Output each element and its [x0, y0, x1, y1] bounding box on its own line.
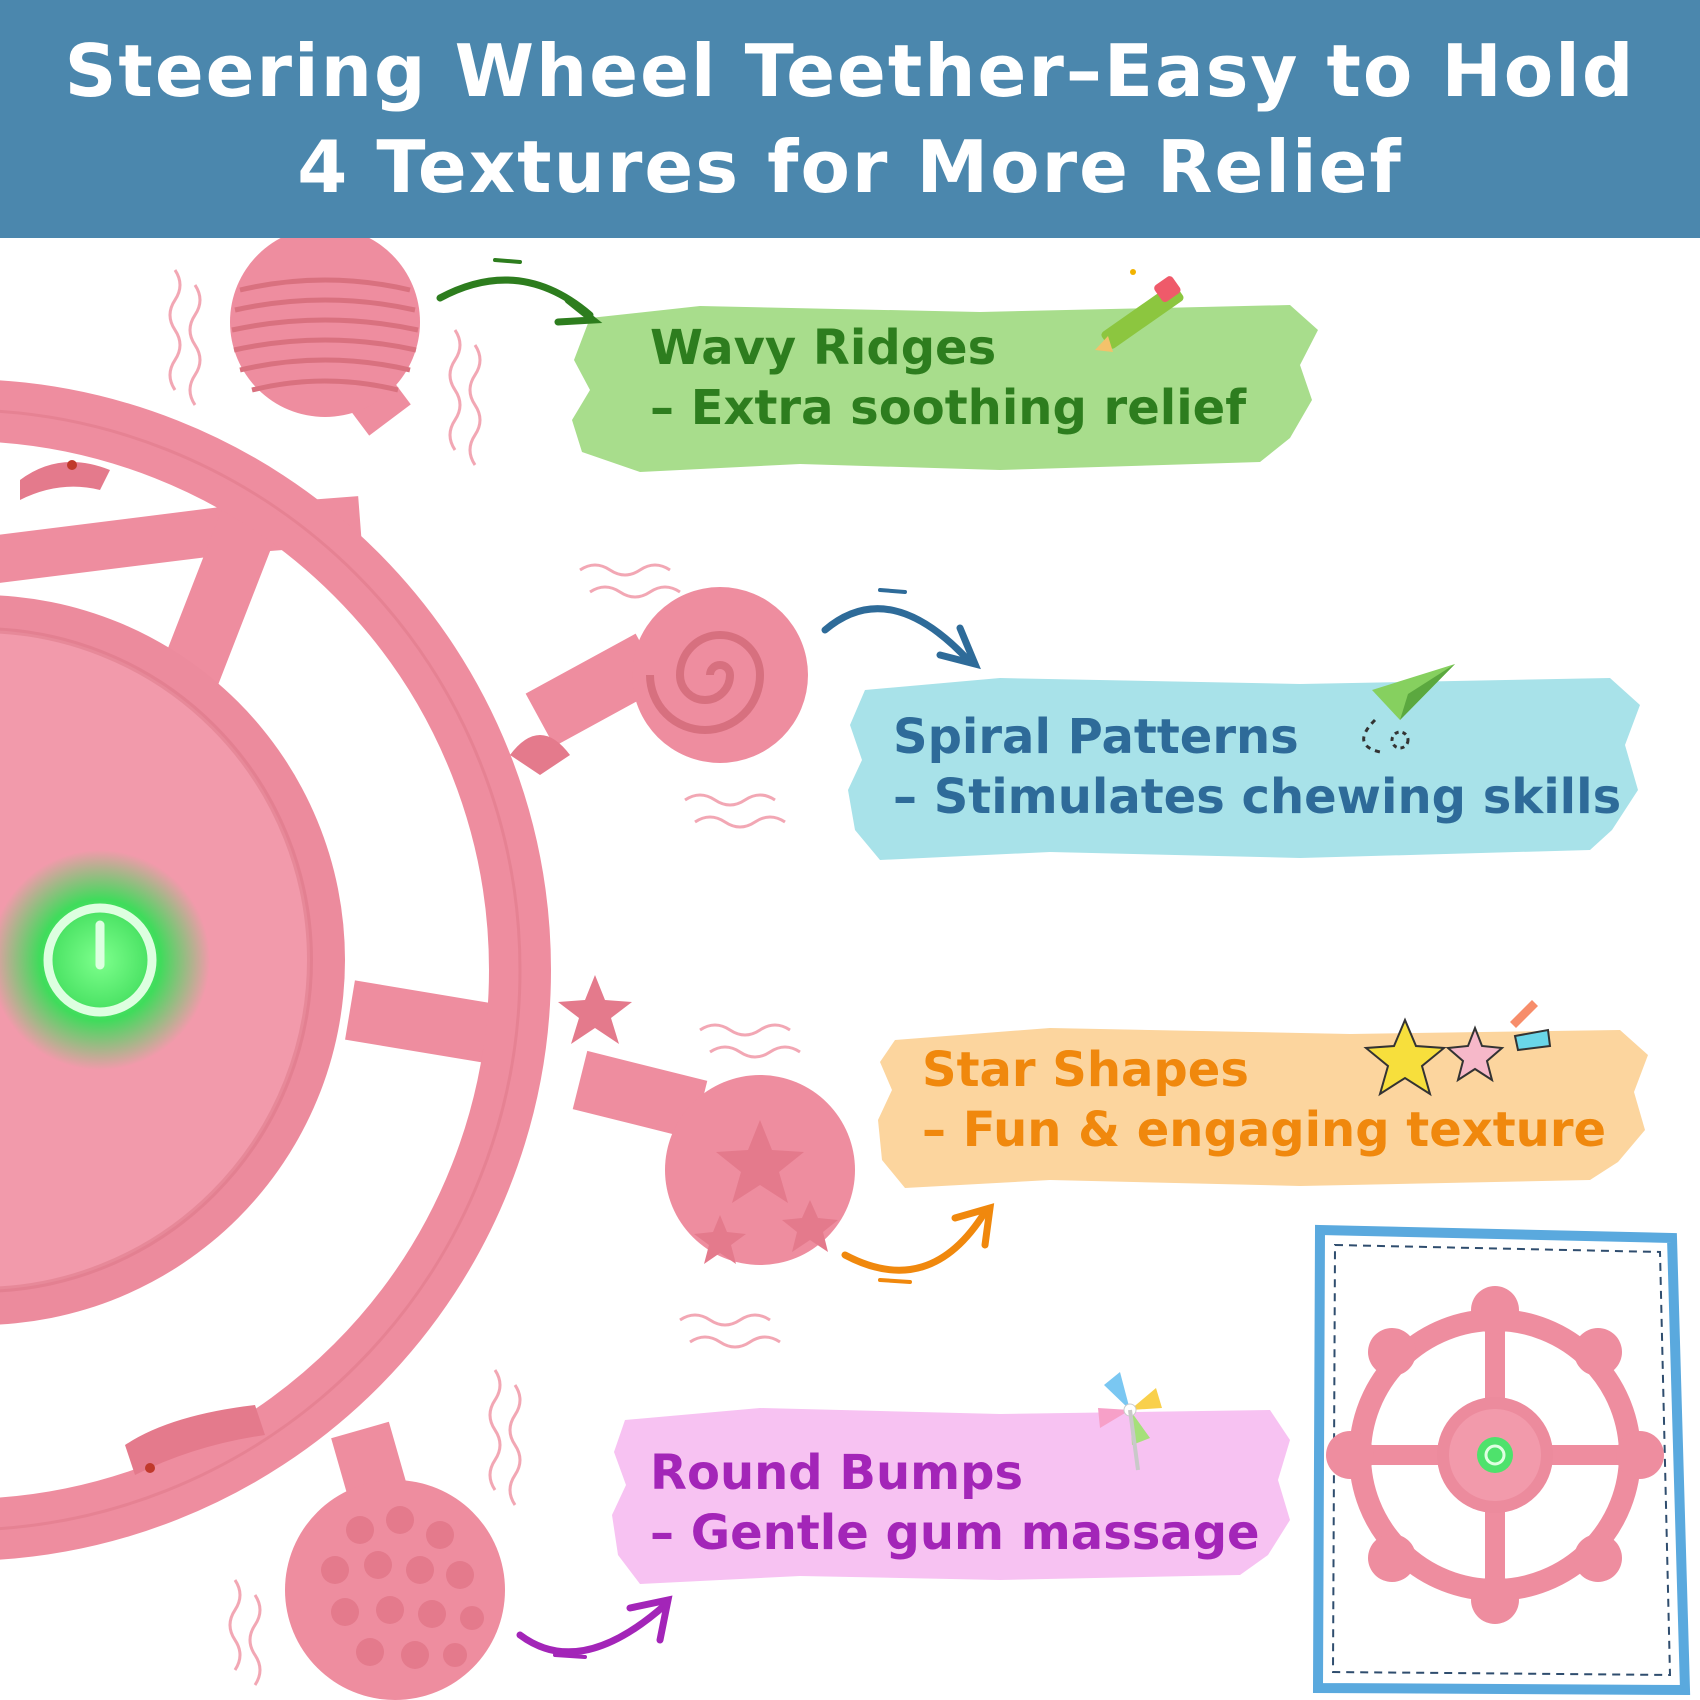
feature-desc-round-bumps: – Gentle gum massage — [650, 1505, 1260, 1561]
header-title-line-2: 4 Textures for More Relief — [297, 125, 1403, 209]
arrow-wavy-ridges-icon — [436, 258, 603, 326]
feature-round-bumps: Round Bumps – Gentle gum massage — [650, 1443, 1260, 1563]
feature-title-star-shapes: Star Shapes — [922, 1042, 1249, 1098]
feature-title-spiral-patterns: Spiral Patterns — [893, 709, 1299, 765]
feature-desc-spiral-patterns: – Stimulates chewing skills — [893, 769, 1622, 825]
feature-desc-star-shapes: – Fun & engaging texture — [922, 1102, 1607, 1158]
header-banner: Steering Wheel Teether–Easy to Hold 4 Te… — [0, 0, 1700, 238]
feature-title-wavy-ridges: Wavy Ridges — [650, 320, 997, 376]
round-bumps-brush-bg — [612, 1408, 1290, 1584]
paper-plane-icon — [1362, 664, 1455, 754]
feature-star-shapes: Star Shapes – Fun & engaging texture — [922, 1040, 1606, 1160]
spiral-patterns-brush-bg — [848, 678, 1640, 860]
star-shapes-brush-bg — [878, 1028, 1648, 1188]
product-illustration — [0, 238, 1691, 1700]
header-title-line-1: Steering Wheel Teether–Easy to Hold — [64, 29, 1636, 113]
arrow-round-bumps-icon — [516, 1595, 673, 1659]
feature-title-round-bumps: Round Bumps — [650, 1445, 1024, 1501]
stars-icon — [1363, 1000, 1552, 1097]
pencil-icon — [1095, 269, 1184, 352]
teether-thumbnail — [1312, 1224, 1691, 1696]
feature-desc-wavy-ridges: – Extra soothing relief — [650, 380, 1247, 436]
wavy-ridges-brush-bg — [572, 305, 1318, 472]
teether-large — [0, 238, 855, 1700]
pinwheel-icon — [1098, 1372, 1162, 1471]
arrow-spiral-patterns-icon — [821, 588, 981, 670]
arrow-star-shapes-icon — [841, 1203, 995, 1284]
feature-wavy-ridges: Wavy Ridges – Extra soothing relief — [650, 318, 1246, 438]
vibration-lines — [168, 269, 801, 1686]
feature-spiral-patterns: Spiral Patterns – Stimulates chewing ski… — [893, 707, 1621, 827]
